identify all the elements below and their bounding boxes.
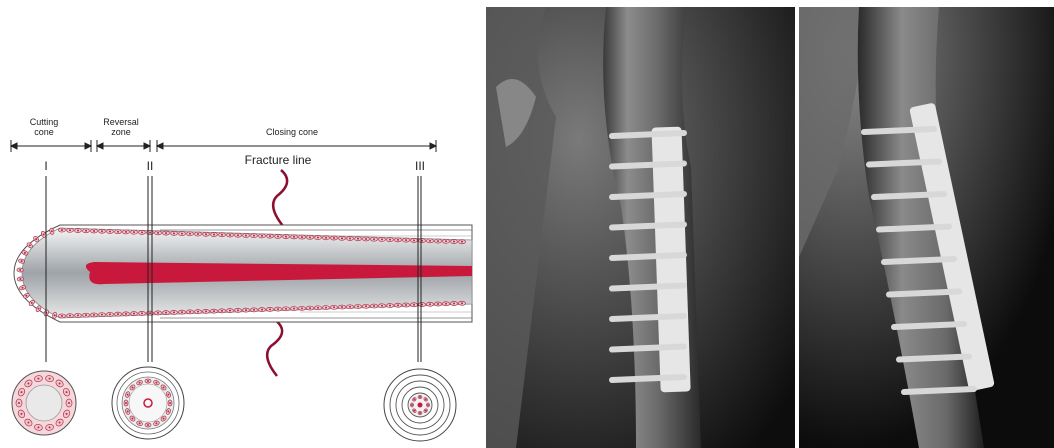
cross-section-ii xyxy=(112,367,184,439)
screw xyxy=(612,316,684,319)
fracture-line-top xyxy=(273,170,287,226)
screw xyxy=(904,389,974,392)
screw xyxy=(612,194,684,197)
screw xyxy=(879,227,949,230)
xray-left xyxy=(486,7,795,448)
cross-section-iii xyxy=(384,369,456,441)
screw xyxy=(612,255,684,258)
fracture-line-bottom xyxy=(267,320,282,376)
screw xyxy=(874,194,944,197)
cross-section-i xyxy=(12,371,76,435)
screw xyxy=(612,133,684,136)
screw xyxy=(894,324,964,327)
screw xyxy=(884,259,954,262)
closing-cone-label: Closing cone xyxy=(266,127,318,137)
screw xyxy=(612,286,684,289)
fracture-line-label: Fracture line xyxy=(245,153,312,167)
cutting-cone-label-1: Cutting xyxy=(30,117,59,127)
screw xyxy=(899,357,969,360)
cutting-cone-label-2: cone xyxy=(34,127,54,137)
section-label-iii: III xyxy=(415,159,425,173)
xray-right xyxy=(799,7,1054,448)
screw xyxy=(869,162,939,165)
reversal-zone-label-2: zone xyxy=(111,127,131,137)
section-label-i: I xyxy=(44,159,47,173)
reversal-zone-label-1: Reversal xyxy=(103,117,139,127)
screw xyxy=(612,164,684,167)
screw xyxy=(864,129,934,132)
screw xyxy=(612,225,684,228)
screw xyxy=(889,292,959,295)
zone-dimension-lines xyxy=(11,140,436,152)
bone-remodeling-diagram: Cutting cone Reversal zone Closing cone … xyxy=(0,0,480,448)
screw xyxy=(612,377,684,380)
screw xyxy=(612,347,684,350)
section-label-ii: II xyxy=(147,159,154,173)
